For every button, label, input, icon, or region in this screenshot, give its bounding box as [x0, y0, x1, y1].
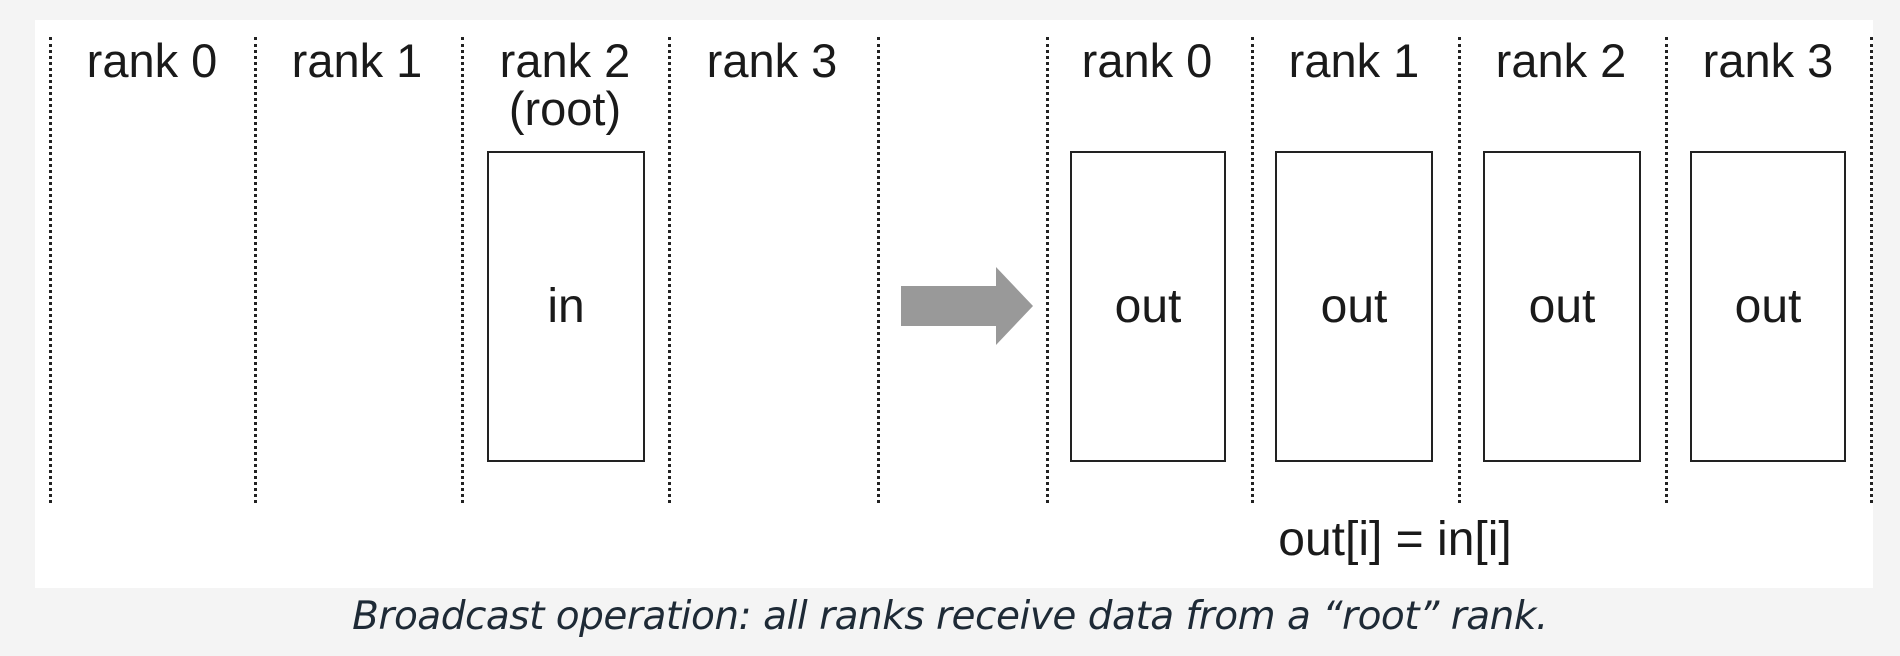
rank-name: rank 1 [1288, 34, 1420, 87]
rank-name: rank 2 [499, 34, 631, 87]
before-rank-1-label: rank 1 [267, 37, 447, 85]
right-arrow-icon [901, 267, 1033, 345]
after-rank-3-label: rank 3 [1678, 37, 1858, 85]
buffer-label: out [1528, 280, 1596, 333]
rank-divider [254, 37, 257, 503]
buffer-label: in [547, 280, 585, 333]
buffer-label: out [1734, 280, 1802, 333]
rank-name: rank 3 [1702, 34, 1834, 87]
after-rank-2-label: rank 2 [1471, 37, 1651, 85]
buffer-label: out [1114, 280, 1182, 333]
after-rank-0-label: rank 0 [1057, 37, 1237, 85]
before-rank-3-label: rank 3 [682, 37, 862, 85]
rank-divider [877, 37, 880, 503]
rank-name: rank 0 [86, 34, 218, 87]
output-buffer: out [1070, 151, 1226, 462]
rank-name: rank 3 [706, 34, 838, 87]
rank-divider [1665, 37, 1668, 503]
rank-divider [1458, 37, 1461, 503]
rank-divider [1046, 37, 1049, 503]
formula: out[i] = in[i] [1278, 513, 1512, 566]
rank-divider [49, 37, 52, 503]
rank-divider [668, 37, 671, 503]
caption: Broadcast operation: all ranks receive d… [352, 594, 1548, 639]
input-buffer: in [487, 151, 645, 462]
before-rank-0-label: rank 0 [62, 37, 242, 85]
after-rank-1-label: rank 1 [1264, 37, 1444, 85]
buffer-label: out [1320, 280, 1388, 333]
rank-divider [461, 37, 464, 503]
rank-name: rank 0 [1081, 34, 1213, 87]
output-buffer: out [1483, 151, 1641, 462]
rank-divider [1251, 37, 1254, 503]
output-buffer: out [1275, 151, 1433, 462]
before-rank-2-label: rank 2 (root) [475, 37, 655, 133]
rank-name: rank 2 [1495, 34, 1627, 87]
rank-divider [1870, 37, 1873, 503]
output-buffer: out [1690, 151, 1846, 462]
root-marker: (root) [508, 82, 622, 135]
diagram-panel: rank 0 rank 1 rank 2 (root) rank 3 in ra… [35, 20, 1873, 588]
rank-name: rank 1 [291, 34, 423, 87]
